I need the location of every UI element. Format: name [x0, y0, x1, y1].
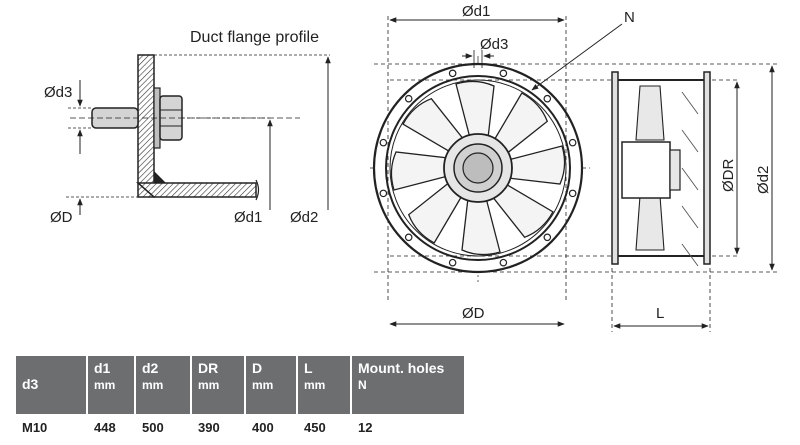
break-line: [255, 179, 260, 201]
motor-body: [621, 141, 671, 199]
cell-L: 450: [304, 420, 326, 435]
mounting-hole: [568, 189, 577, 198]
duct-wall: [136, 182, 257, 198]
impeller-blade: [407, 181, 464, 244]
impeller-blade: [402, 97, 465, 154]
mounting-hole: [448, 258, 457, 267]
weld: [154, 171, 166, 183]
side-blade: [635, 195, 665, 251]
n-label: N: [624, 9, 635, 26]
mounting-hole: [499, 69, 508, 78]
mounting-hole: [499, 258, 508, 267]
L-label: L: [656, 305, 664, 322]
flange-back-side: [703, 71, 711, 265]
header-d3: d3: [16, 356, 86, 414]
cell-mount-holes: 12: [358, 420, 373, 435]
d2-label-left: Ød2: [290, 209, 318, 226]
flange-plate: [137, 54, 155, 198]
mounting-hole: [448, 69, 457, 78]
mounting-hole: [379, 189, 388, 198]
mounting-hole: [543, 233, 552, 242]
flange-profile-title: Duct flange profile: [190, 29, 319, 46]
spec-row: M10 448 500 390 400 450 12: [16, 414, 464, 435]
mounting-hole: [404, 233, 413, 242]
hub-core: [462, 152, 494, 184]
impeller-blade: [455, 80, 495, 139]
mounting-hole: [404, 94, 413, 103]
side-blade: [635, 85, 665, 141]
blade-edge-line: [681, 129, 699, 153]
d3-label-left: Ød3: [44, 84, 72, 101]
fan-front-view: Ød1 Ød3 N ØD: [370, 3, 780, 327]
d3-label-front: Ød3: [480, 36, 508, 53]
d2-label-right: Ød2: [755, 166, 772, 194]
d1-label-left: Ød1: [234, 209, 262, 226]
impeller-blade: [390, 151, 449, 191]
blade-edge-line: [681, 243, 699, 267]
D-label-bottom: ØD: [462, 305, 485, 322]
impeller-blade: [492, 92, 549, 155]
motor-end: [669, 149, 681, 191]
mounting-hole: [379, 138, 388, 147]
blade-edge-line: [681, 91, 699, 115]
cell-d3: M10: [22, 420, 48, 435]
d1-label-top: Ød1: [462, 3, 490, 20]
D-label-left: ØD: [50, 209, 73, 226]
impeller-blade: [461, 197, 501, 256]
cell-d2: 500: [142, 420, 164, 435]
blade-edge-line: [681, 167, 699, 191]
technical-drawing: Duct flange profile Ød3 ØD Ød1 Ød2: [44, 3, 780, 332]
impeller-blade: [491, 182, 554, 239]
flange-front-side: [611, 71, 619, 265]
mounting-hole: [568, 138, 577, 147]
side-blades: [635, 85, 699, 267]
DR-label: ØDR: [720, 159, 737, 193]
blade-edge-line: [681, 205, 699, 229]
mounting-hole: [543, 94, 552, 103]
cell-D: 400: [252, 420, 274, 435]
mounting-holes: [379, 69, 577, 267]
cell-d1: 448: [94, 420, 116, 435]
impeller-blade: [507, 145, 566, 185]
impeller-blades: [390, 80, 566, 256]
cell-dr: 390: [198, 420, 220, 435]
flange-profile-view: Duct flange profile Ød3 ØD Ød1 Ød2: [44, 29, 331, 226]
fan-side-view: L ØDR Ød2: [611, 65, 775, 332]
